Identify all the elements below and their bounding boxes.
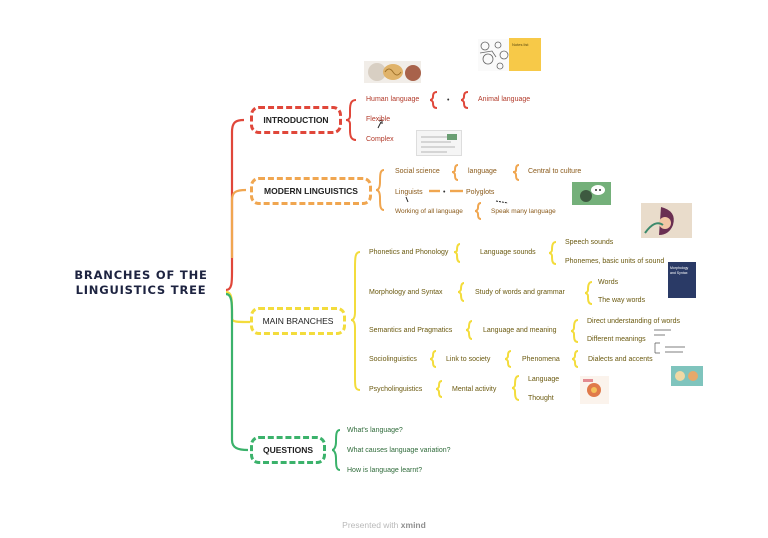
branch-modern-label: MODERN LINGUISTICS	[264, 186, 358, 196]
face-image[interactable]	[641, 203, 692, 238]
pattern-image[interactable]	[478, 39, 510, 71]
topic-complex[interactable]: Complex	[366, 136, 394, 143]
speaker-image[interactable]	[572, 182, 611, 205]
book-cover-image[interactable]: Morphology and Syntax	[668, 262, 696, 298]
topic-social-science[interactable]: Social science	[395, 168, 440, 175]
footer-credit: Presented with xmind	[0, 520, 768, 530]
face-icon	[641, 203, 692, 238]
svg-text:•: •	[447, 97, 450, 104]
topic-animal-language[interactable]: Animal language	[478, 96, 531, 103]
topic-words-grammar[interactable]: Study of words and grammar	[475, 289, 565, 296]
chat-icon	[675, 371, 698, 381]
topic-language-variation[interactable]: What causes language variation?	[347, 447, 451, 454]
topic-speak-many-language[interactable]: Speak many language	[491, 208, 556, 215]
branch-modern-linguistics[interactable]: MODERN LINGUISTICS	[250, 177, 372, 205]
topic-how-language-learnt[interactable]: How is language learnt?	[347, 467, 423, 474]
root-title-line2: LINGUISTICS TREE	[75, 283, 207, 297]
pattern-icon	[478, 39, 510, 71]
branch-introduction[interactable]: INTRODUCTION	[250, 106, 342, 134]
topic-polyglots[interactable]: Polyglots	[466, 189, 495, 196]
footer-prefix: Presented with	[342, 520, 399, 530]
topic-central-to-culture[interactable]: Central to culture	[528, 168, 582, 175]
root-title-line1: BRANCHES OF THE	[74, 268, 208, 282]
topic-human-language[interactable]: Human language	[366, 96, 420, 103]
brains-icon	[368, 63, 421, 81]
topic-phenomena[interactable]: Phenomena	[522, 356, 560, 363]
chart2-icon	[654, 329, 685, 354]
topic-sociolinguistics[interactable]: Sociolinguistics	[369, 356, 417, 363]
topic-phonemes[interactable]: Phonemes, basic units of sound	[565, 258, 665, 265]
chart-icon	[421, 134, 457, 153]
topic-link-to-society[interactable]: Link to society	[446, 356, 491, 363]
topic-phonetics-phonology[interactable]: Phonetics and Phonology	[369, 249, 449, 256]
topic-flexible[interactable]: Flexible	[366, 116, 391, 123]
root-topic[interactable]: BRANCHES OF THE LINGUISTICS TREE	[66, 268, 216, 298]
sticky-note-text: Notes list	[512, 42, 529, 47]
speaker-icon	[580, 185, 605, 202]
branch-introduction-label: INTRODUCTION	[263, 115, 329, 125]
topic-dialects-accents[interactable]: Dialects and accents	[588, 356, 653, 363]
chat-image[interactable]	[671, 366, 703, 386]
topic-language-sounds[interactable]: Language sounds	[480, 249, 536, 256]
topic-mental-activity[interactable]: Mental activity	[452, 386, 497, 393]
branch-questions-label: QUESTIONS	[262, 445, 314, 455]
book-icon	[583, 379, 601, 397]
topic-linguists[interactable]: Linguists	[395, 189, 423, 196]
topic-semantics-pragmatics[interactable]: Semantics and Pragmatics	[369, 327, 453, 334]
branch-main-label: MAIN BRANCHES	[262, 316, 334, 326]
sticky-note-image[interactable]: Notes list	[509, 38, 541, 71]
chart-image[interactable]	[416, 130, 462, 156]
footer-brand[interactable]: xmind	[400, 520, 426, 530]
branch-questions[interactable]: QUESTIONS	[250, 436, 326, 464]
topic-working-of-all-language[interactable]: Working of all language	[395, 208, 463, 215]
topic-psycholinguistics[interactable]: Psycholinguistics	[369, 386, 423, 393]
topic-words[interactable]: Words	[598, 279, 619, 286]
topic-language[interactable]: language	[468, 168, 497, 175]
topic-language-leaf[interactable]: Language	[528, 376, 560, 383]
topic-the-way-words[interactable]: The way words	[598, 297, 646, 304]
chart2-image[interactable]	[651, 325, 689, 357]
brains-image[interactable]	[364, 61, 421, 83]
branch-main[interactable]: MAIN BRANCHES	[250, 307, 346, 335]
topic-different-meanings[interactable]: Different meanings	[587, 336, 646, 343]
topic-thought[interactable]: Thought	[528, 395, 554, 402]
svg-text:•: •	[443, 189, 446, 196]
book-image[interactable]	[580, 376, 609, 404]
topic-language-and-meaning[interactable]: Language and meaning	[483, 327, 557, 334]
topic-speech-sounds[interactable]: Speech sounds	[565, 239, 614, 246]
topic-morphology-syntax[interactable]: Morphology and Syntax	[369, 289, 443, 296]
topic-direct-understanding[interactable]: Direct understanding of words	[587, 318, 680, 325]
book-cover-title: Morphology and Syntax	[670, 266, 689, 275]
topic-whats-language[interactable]: What's language?	[347, 427, 403, 434]
